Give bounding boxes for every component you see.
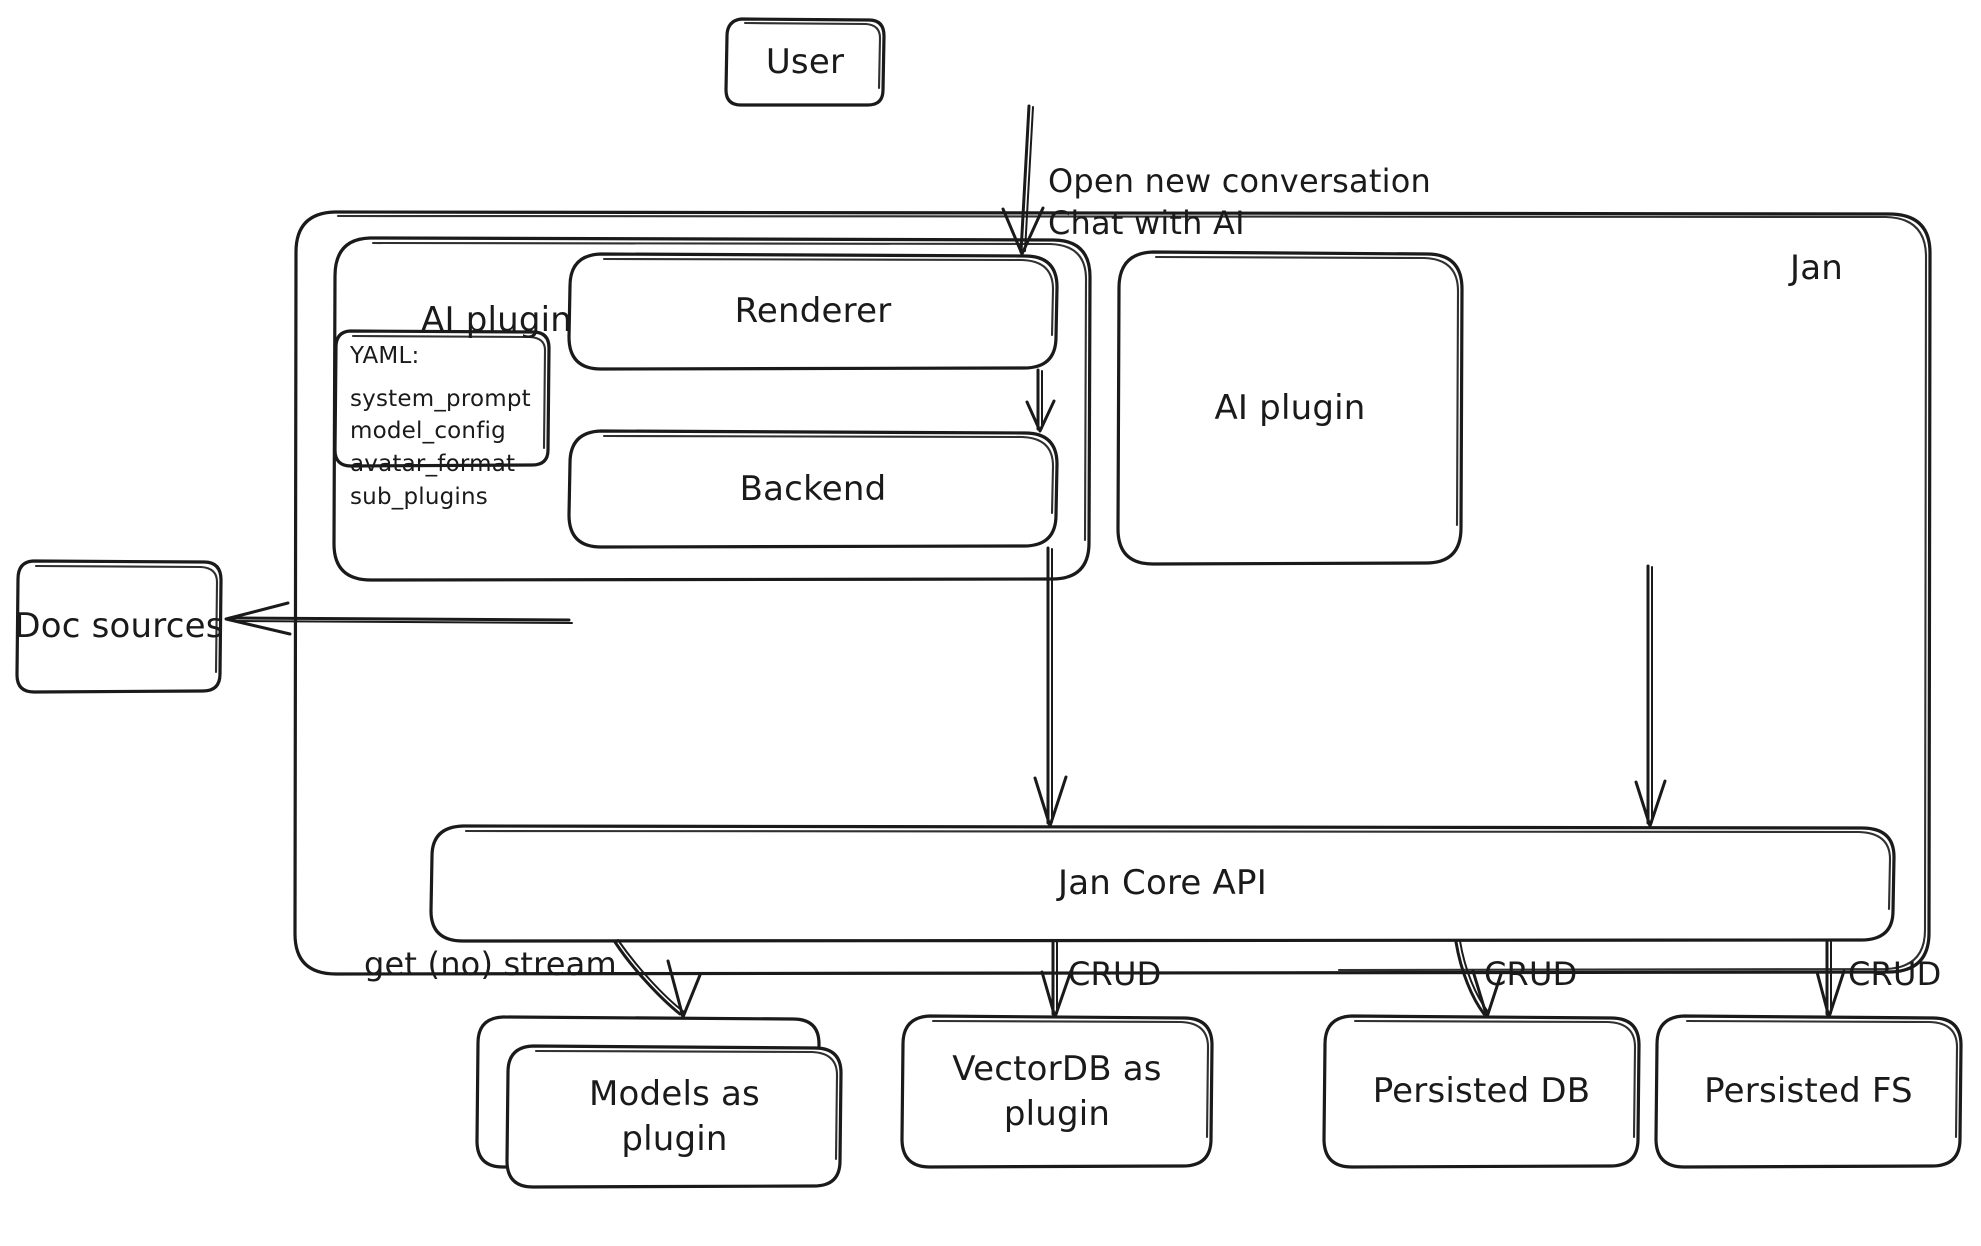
edge-label-crud-persisted-fs: CRUD (1848, 955, 1942, 993)
models-plugin-label: Models as plugin (508, 1046, 841, 1187)
edge-label-line1: Open new conversation (1048, 162, 1431, 200)
edge-renderer-to-backend (1025, 368, 1056, 433)
vectordb-plugin-label-line1: VectorDB as (952, 1048, 1162, 1089)
edge-label-line2: Chat with AI (1048, 204, 1245, 243)
yaml-line-2: avatar_format (350, 450, 516, 477)
persisted-db-label: Persisted DB (1372, 1071, 1591, 1112)
vectordb-plugin-label-line2: plugin (1003, 1093, 1111, 1134)
yaml-header: YAML: (350, 343, 420, 369)
backend-label: Backend (739, 468, 887, 509)
edge-core-api-to-vectordb (1040, 940, 1073, 1019)
edge-core-api-to-models (613, 939, 702, 1019)
yaml-line-3: sub_plugins (350, 483, 488, 510)
renderer-label: Renderer (734, 291, 892, 332)
models-plugin-label-line2: plugin (621, 1118, 728, 1159)
edge-user-to-renderer (1001, 104, 1045, 256)
persisted-fs-label: Persisted FS (1704, 1071, 1913, 1112)
yaml-box-content: YAML: system_prompt model_config avatar_… (350, 340, 546, 513)
edge-label-user-to-renderer: Open new conversation Chat with AI (1048, 160, 1431, 244)
ai-plugin-group-label: AI plugin (421, 300, 573, 340)
user-label: User (765, 42, 845, 83)
edge-label-crud-vectordb: CRUD (1068, 955, 1162, 993)
doc-sources-label: Doc sources (14, 606, 224, 647)
edge-backend-to-doc-sources (224, 601, 573, 636)
vectordb-plugin-label: VectorDB as plugin (902, 1016, 1212, 1167)
jan-core-api-label: Jan Core API (1058, 863, 1267, 904)
edge-label-crud-persisted-db: CRUD (1484, 955, 1578, 993)
models-plugin-label-line1: Models as (589, 1073, 760, 1114)
ai-plugin-right-label: AI plugin (1214, 387, 1366, 428)
jan-container-label: Jan (1790, 248, 1844, 288)
edge-backend-to-core-api (1033, 546, 1068, 828)
yaml-line-1: model_config (350, 418, 506, 445)
edge-ai-plugin-right-to-core-api (1634, 564, 1667, 828)
yaml-line-0: system_prompt (350, 385, 531, 412)
edge-label-get-no-stream: get (no) stream (364, 945, 617, 983)
edge-core-api-to-persisted-fs (1815, 940, 1846, 1019)
